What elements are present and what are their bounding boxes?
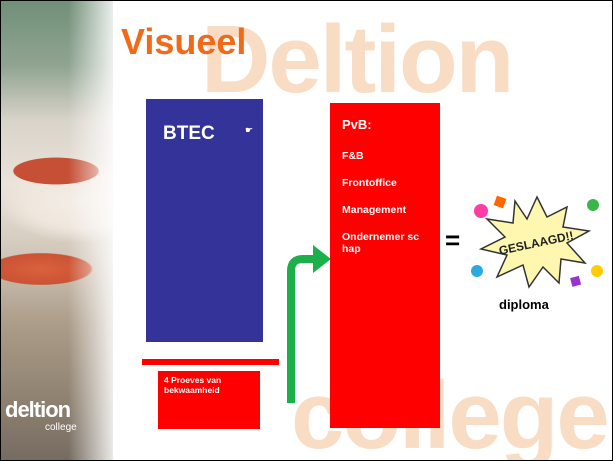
proeven-box: 4 Proeves van bekwaamheid [158, 371, 260, 429]
diploma-label: diploma [499, 297, 549, 312]
equals-sign: = [445, 225, 461, 255]
green-arrow-icon [287, 245, 331, 403]
logo-sub-text: college [45, 422, 77, 433]
pvb-title: PvB: [342, 117, 372, 132]
small-cursor-icon: ☛ [245, 125, 254, 135]
deltion-logo: deltion college [5, 399, 77, 437]
geslaagd-burst-image: GESLAAGD!! [471, 195, 603, 289]
pvb-item-fb: F&B [342, 150, 364, 162]
pvb-item-frontoffice: Frontoffice [342, 177, 397, 189]
slide-title: Visueel [121, 21, 247, 62]
pvb-item-management: Management [342, 204, 407, 216]
btec-box [146, 99, 263, 342]
background-photo [1, 1, 113, 460]
red-divider-line [142, 359, 279, 365]
pvb-item-ondernemerschap: Ondernemer schap [342, 231, 420, 255]
btec-label: BTEC [163, 123, 215, 144]
logo-main-text: deltion [5, 397, 71, 422]
pvb-box: PvB: F&B Frontoffice Management Ondernem… [330, 103, 440, 428]
